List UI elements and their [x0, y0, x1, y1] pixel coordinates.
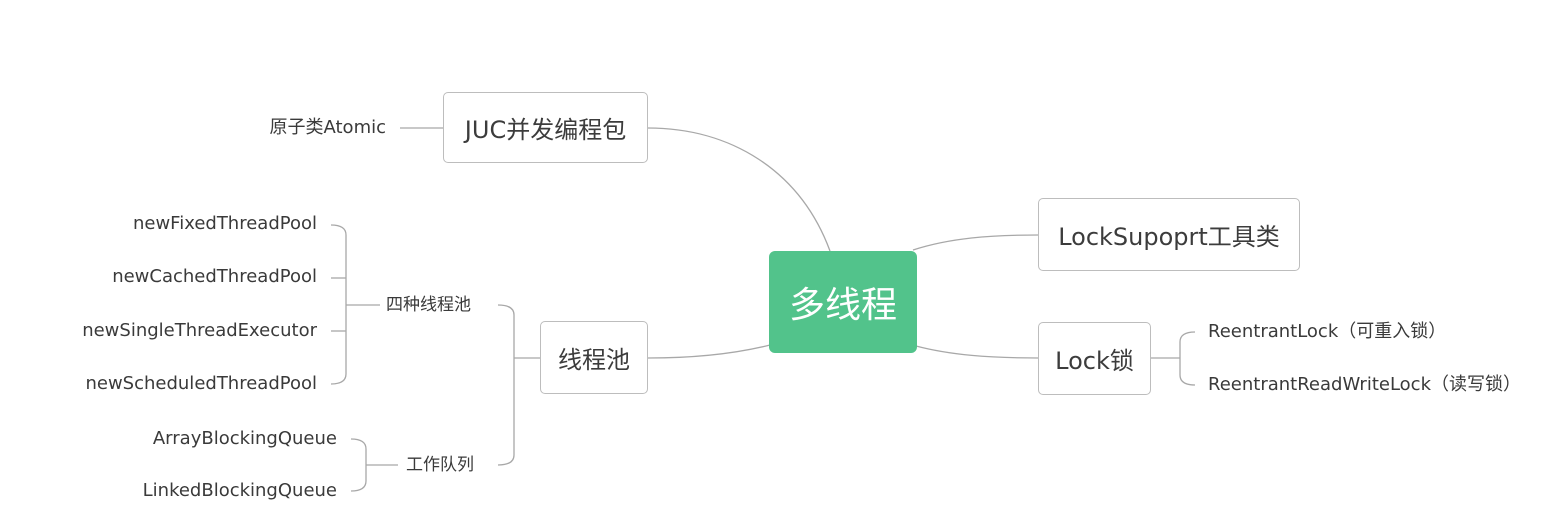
lock-node[interactable]: Lock锁 [1038, 322, 1151, 395]
bracket-lock [1179, 331, 1196, 386]
root-node[interactable]: 多线程 [769, 251, 917, 353]
array-queue-leaf[interactable]: ArrayBlockingQueue [152, 428, 337, 449]
rw-lock-leaf[interactable]: ReentrantReadWriteLock（读写锁） [1208, 374, 1522, 395]
fourpools-group[interactable]: 四种线程池 [386, 295, 471, 315]
locksupport-node[interactable]: LockSupoprt工具类 [1038, 198, 1300, 271]
atomic-leaf[interactable]: 原子类Atomic [269, 117, 387, 138]
link-root-locksupport [912, 234, 1039, 251]
juc-node[interactable]: JUC并发编程包 [443, 92, 648, 163]
single-executor-leaf[interactable]: newSingleThreadExecutor [82, 320, 317, 341]
reentrant-lock-leaf[interactable]: ReentrantLock（可重入锁） [1208, 321, 1447, 342]
link-root-threadpool [647, 344, 771, 359]
linked-queue-leaf[interactable]: LinkedBlockingQueue [142, 480, 337, 501]
fixed-pool-leaf[interactable]: newFixedThreadPool [132, 213, 317, 234]
scheduled-pool-leaf[interactable]: newScheduledThreadPool [85, 373, 317, 394]
workqueue-group[interactable]: 工作队列 [406, 455, 474, 475]
link-root-lock [915, 345, 1039, 359]
bracket-workqueue [350, 438, 367, 492]
bracket-threadpool [497, 304, 515, 466]
link-root-juc [647, 127, 831, 252]
bracket-fourpools [330, 224, 347, 385]
threadpool-node[interactable]: 线程池 [540, 321, 648, 394]
cached-pool-leaf[interactable]: newCachedThreadPool [112, 266, 317, 287]
